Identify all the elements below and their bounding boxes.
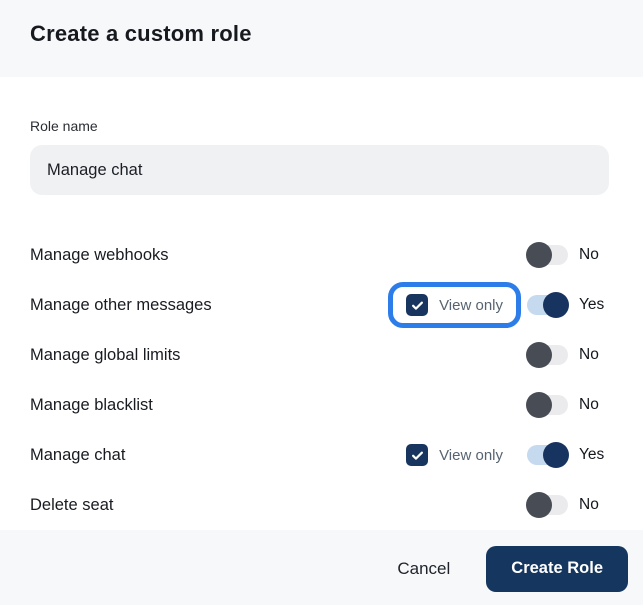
- toggle-group: No: [526, 392, 613, 418]
- toggle-state-label: No: [579, 496, 599, 513]
- permission-label: Manage webhooks: [30, 245, 169, 264]
- permission-label: Manage chat: [30, 445, 126, 464]
- permission-toggle[interactable]: [526, 242, 568, 268]
- permission-label: Delete seat: [30, 495, 114, 514]
- permissions-list: Manage webhooks No Manage other messages: [30, 230, 613, 530]
- permission-controls: No: [526, 492, 613, 518]
- permission-row: Manage global limits No: [30, 330, 613, 380]
- permission-controls: No: [526, 392, 613, 418]
- toggle-group: No: [526, 492, 613, 518]
- toggle-knob-icon: [526, 242, 552, 268]
- permission-controls: No: [526, 242, 613, 268]
- dialog-body: Role name Manage webhooks No Manage othe…: [0, 77, 643, 530]
- toggle-knob-icon: [543, 442, 569, 468]
- checkmark-icon: [411, 301, 423, 310]
- checkmark-icon: [411, 451, 423, 460]
- toggle-knob-icon: [526, 392, 552, 418]
- toggle-group: No: [526, 242, 613, 268]
- view-only-label: View only: [439, 446, 503, 464]
- permission-label: Manage other messages: [30, 295, 212, 314]
- permission-toggle[interactable]: [527, 292, 569, 318]
- permission-toggle[interactable]: [526, 342, 568, 368]
- create-role-button[interactable]: Create Role: [486, 545, 628, 592]
- permission-row: Manage webhooks No: [30, 230, 613, 280]
- toggle-state-label: No: [579, 346, 599, 363]
- permission-controls: View only Yes: [388, 282, 613, 328]
- permission-toggle[interactable]: [527, 442, 569, 468]
- dialog-header: Create a custom role: [0, 0, 643, 77]
- permission-row: Delete seat No: [30, 480, 613, 530]
- view-only-checkbox[interactable]: [406, 444, 429, 466]
- view-only-checkbox[interactable]: [406, 294, 429, 316]
- permission-controls: View only Yes: [388, 432, 613, 478]
- toggle-group: No: [526, 342, 613, 368]
- permission-toggle[interactable]: [526, 392, 568, 418]
- view-only-group: View only: [388, 432, 521, 478]
- role-name-label: Role name: [30, 118, 98, 134]
- toggle-knob-icon: [526, 342, 552, 368]
- dialog-title: Create a custom role: [30, 20, 252, 46]
- toggle-knob-icon: [526, 492, 552, 518]
- cancel-button[interactable]: Cancel: [391, 549, 456, 589]
- role-name-input[interactable]: [30, 145, 609, 195]
- permission-row: Manage chat View only Yes: [30, 430, 613, 480]
- toggle-state-label: Yes: [579, 446, 605, 463]
- permission-row: Manage blacklist No: [30, 380, 613, 430]
- dialog-footer: Cancel Create Role: [0, 530, 643, 605]
- permission-label: Manage blacklist: [30, 395, 153, 414]
- toggle-knob-icon: [543, 292, 569, 318]
- view-only-highlight-ring: View only: [388, 282, 521, 328]
- permission-label: Manage global limits: [30, 345, 181, 364]
- toggle-state-label: Yes: [579, 296, 605, 313]
- permission-row: Manage other messages View only Yes: [30, 280, 613, 330]
- view-only-label: View only: [439, 296, 503, 314]
- toggle-state-label: No: [579, 246, 599, 263]
- toggle-group: Yes: [527, 292, 613, 318]
- toggle-state-label: No: [579, 396, 599, 413]
- permission-toggle[interactable]: [526, 492, 568, 518]
- toggle-group: Yes: [527, 442, 613, 468]
- permission-controls: No: [526, 342, 613, 368]
